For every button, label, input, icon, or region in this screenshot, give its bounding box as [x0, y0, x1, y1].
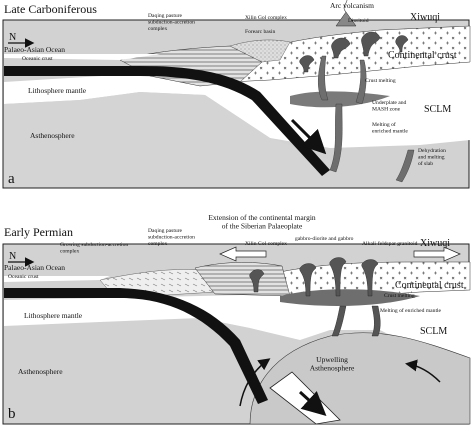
label-line: of slab	[418, 160, 433, 167]
label-line: Daqing pasture	[148, 228, 183, 234]
label-line: Dehydration	[418, 148, 446, 154]
panel-b-north: N	[9, 251, 16, 262]
arc-volcano-a	[335, 11, 357, 27]
panel-b-oceanic-crust: Oceanic crust	[8, 274, 39, 280]
label-line: Upwelling	[316, 355, 348, 364]
label-line: Asthenosphere	[310, 364, 355, 373]
panel-a-north: N	[9, 32, 16, 43]
panel-a-sclm: SCLM	[424, 104, 451, 115]
label-line: complex	[148, 26, 167, 32]
panel-b-crust-melting: Crust melting	[384, 293, 415, 299]
panel-a-crust-melting: Crust melting	[365, 78, 396, 84]
arc-volcano-plume	[343, 0, 348, 13]
panel-a-ocean: Palaeo-Asian Ocean	[4, 45, 65, 54]
asthenosphere-a	[4, 92, 330, 187]
panel-a-forearc: Forearc basin	[245, 29, 275, 35]
ocean-b	[4, 276, 110, 282]
label-line: Underplate and	[372, 100, 407, 106]
ocean-a	[4, 54, 160, 60]
label-line: complex	[148, 241, 167, 247]
subducting-slab-b	[4, 288, 268, 404]
panel-a-oceanic-crust: Oceanic crust	[22, 56, 53, 62]
lithosphere-mantle-b	[4, 290, 470, 358]
convection-arrow-icon	[239, 358, 271, 407]
extension-arrow-icon	[219, 246, 461, 262]
label-line: subduction-accretion	[148, 234, 195, 240]
panel-b-sclm: SCLM	[420, 326, 447, 337]
subduction-arrow-icon	[290, 118, 327, 155]
panel-b-ocean: Palaeo-Asian Ocean	[4, 263, 65, 272]
panel-b-xiwuqi: Xiwuqi	[420, 238, 450, 249]
label-line: Daqing pasture	[148, 13, 183, 19]
label-line: and melting	[418, 154, 445, 160]
label-line: enriched mantle	[372, 128, 408, 134]
convection-arrow-icon-right	[405, 359, 441, 383]
panel-b-lithosphere: Lithosphere mantle	[24, 311, 83, 320]
label-line: of the Siberian Palaeoplate	[222, 222, 303, 231]
panel-a-continental-crust: Continental crust	[388, 50, 457, 61]
label-line: subduction-accretion	[148, 19, 195, 25]
panel-a-xiwuqi: Xiwuqi	[410, 12, 440, 23]
accretion-complex-b	[194, 262, 291, 297]
panel-b-xilin: Xilin Gol complex	[245, 241, 287, 247]
panel-a-title: Late Carboniferous	[4, 2, 97, 16]
panel-b-title: Early Permian	[4, 225, 73, 239]
panel-b-letter: b	[8, 406, 16, 422]
label-line: Growing subduction-accretion	[60, 242, 128, 248]
panel-a-dioritoid: Dioritoid	[348, 18, 369, 24]
panel-a-lithosphere: Lithosphere mantle	[28, 86, 87, 95]
panel-a-xilin: Xilin Gol complex	[245, 15, 287, 21]
panel-b-alkali: Alkali-feldspar granitoid	[362, 240, 418, 247]
panel-b-gabbro: gabbro-diorite and gabbro	[295, 236, 354, 242]
lithosphere-mantle-a	[4, 62, 470, 148]
panel-a-asthenosphere: Asthenosphere	[30, 131, 75, 140]
forearc-basin-a	[229, 39, 291, 63]
panel-b-asthenosphere: Asthenosphere	[18, 367, 63, 376]
label-line: MASH zone	[372, 106, 401, 112]
label-line: Extension of the continental margin	[208, 213, 316, 222]
label-line: Melting of	[372, 121, 396, 128]
subducting-slab-a	[4, 66, 330, 176]
panel-a: Late Carboniferous N Palaeo-Asian Ocean …	[2, 0, 471, 189]
panel-b-melting-enriched: Melting of enriched mantle	[380, 307, 442, 314]
label-line: complex	[60, 248, 79, 254]
intrusions-b	[249, 257, 381, 337]
dioritoid-plutons-a	[299, 31, 409, 73]
melt-zone-b	[280, 289, 420, 306]
melt-conduits-a	[318, 55, 415, 183]
panel-b-continental-crust: Continental crust	[395, 280, 464, 291]
panel-a-letter: a	[8, 171, 15, 187]
underplate-a	[290, 91, 390, 108]
panel-b: Early Permian Extension of the continent…	[2, 213, 471, 425]
panel-a-arc-volcanism: Arc volcanism	[330, 1, 374, 10]
subduction-arrow-icon-b	[298, 390, 327, 417]
